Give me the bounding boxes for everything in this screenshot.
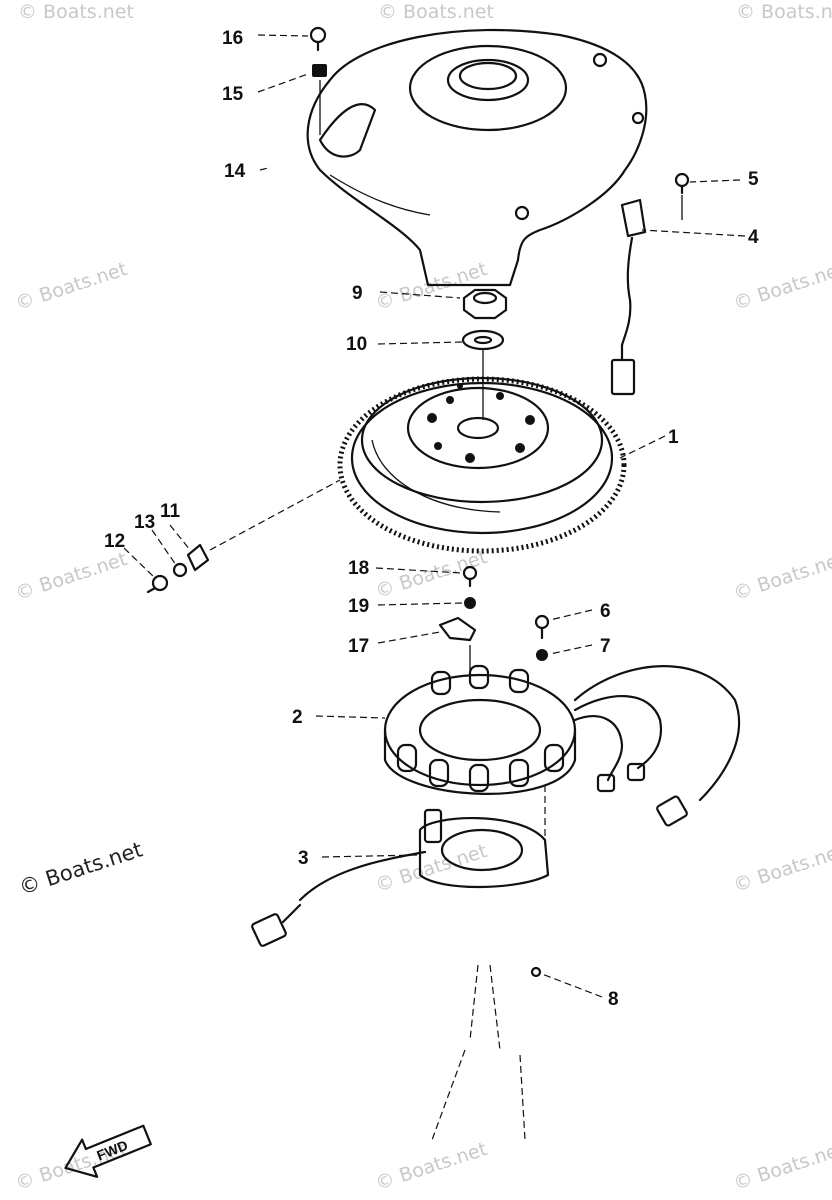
watermark: © Boats.net	[373, 258, 490, 315]
callout-17: 17	[348, 636, 369, 657]
callout-7: 7	[600, 636, 611, 657]
callout-13: 13	[134, 512, 155, 533]
callout-4: 4	[748, 227, 759, 248]
callout-2: 2	[292, 707, 303, 728]
watermark-layer: © Boats.net © Boats.net © Boats.net © Bo…	[13, 1, 832, 1195]
watermark: © Boats.net	[731, 1138, 832, 1195]
callout-1: 1	[668, 427, 679, 448]
callout-14: 14	[224, 161, 246, 182]
callout-5: 5	[748, 169, 759, 190]
callout-15: 15	[222, 84, 244, 105]
watermark: © Boats.net	[736, 1, 832, 23]
leader-lines	[123, 34, 746, 998]
callout-10: 10	[346, 334, 367, 355]
cover-bolt-part	[309, 26, 327, 135]
watermark: © Boats.net	[18, 1, 134, 23]
watermark: © Boats.net	[373, 546, 490, 603]
watermark-dark: © Boats.net	[16, 837, 145, 899]
watermark: © Boats.net	[13, 548, 130, 605]
flywheel-part	[337, 376, 627, 554]
callout-19: 19	[348, 596, 369, 617]
stator-coil-part	[383, 664, 741, 827]
watermark: © Boats.net	[373, 1138, 490, 1195]
callout-3: 3	[298, 848, 309, 869]
lead-clamp-parts	[146, 543, 210, 594]
callout-18: 18	[348, 558, 369, 579]
pin-part	[431, 785, 546, 1141]
watermark: © Boats.net	[13, 258, 130, 315]
callout-11: 11	[160, 501, 181, 522]
watermark: © Boats.net	[731, 548, 832, 605]
stop-switch-part	[610, 172, 690, 396]
callout-6: 6	[600, 601, 611, 622]
callout-9: 9	[352, 283, 363, 304]
flywheel-nut-part	[461, 288, 508, 420]
stator-screw-parts	[438, 565, 550, 680]
base-plate-part	[251, 808, 550, 947]
flywheel-cover-part	[306, 28, 648, 287]
watermark: © Boats.net	[378, 1, 494, 23]
watermark: © Boats.net	[731, 840, 832, 897]
watermark: © Boats.net	[731, 258, 832, 315]
callout-8: 8	[608, 989, 619, 1010]
callout-12: 12	[104, 531, 125, 552]
callout-labels: 16 15 14 5 4 9 10 1 11 13 12 18 19 17 6 …	[104, 28, 759, 1010]
callout-16: 16	[222, 28, 243, 49]
